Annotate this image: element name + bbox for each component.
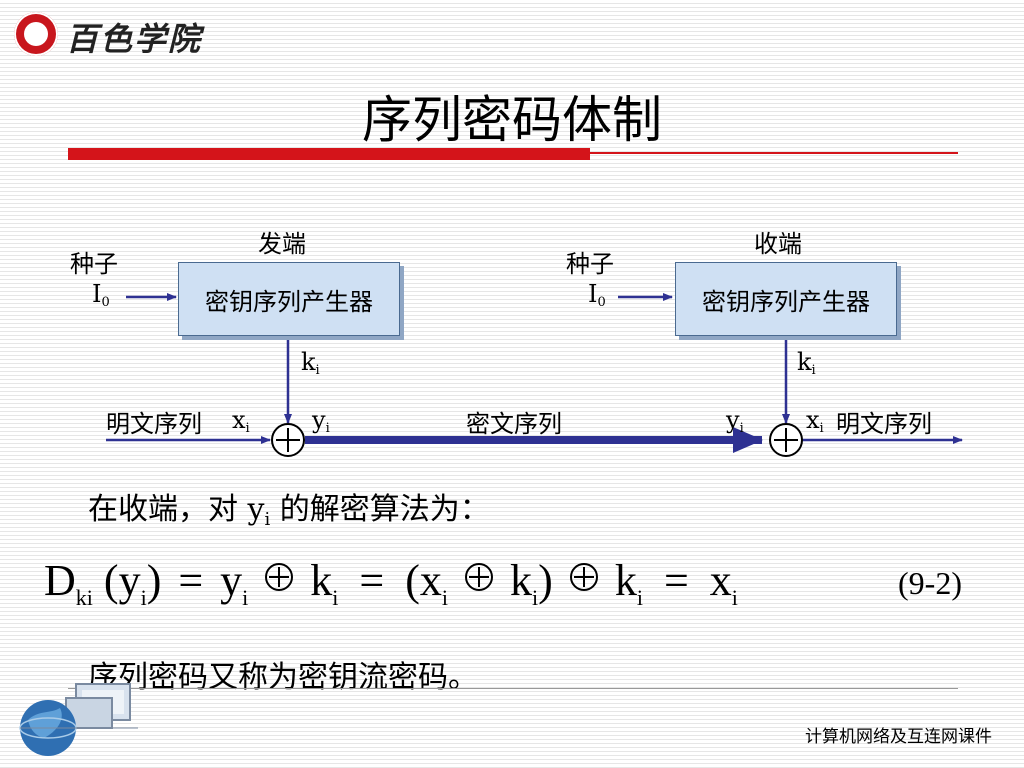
seed-label-left: 种子	[70, 250, 118, 278]
globe-network-icon	[19, 683, 138, 756]
title-underline-bar	[68, 148, 590, 160]
college-logo-center	[24, 22, 48, 46]
footer-divider	[68, 688, 958, 689]
keystream-generator-left: 密钥序列产生器	[178, 262, 400, 336]
course-footer: 计算机网络及互连网课件	[805, 727, 992, 747]
receiver-label: 收端	[754, 230, 802, 258]
decryption-formula: Dki (yi) = yi ki = (xi ki) ki = xi	[44, 556, 738, 610]
xor-decrypt-icon	[769, 423, 803, 457]
slide-title: 序列密码体制	[362, 91, 662, 149]
keystream-generator-right: 密钥序列产生器	[675, 262, 897, 336]
ciphertext-label: 密文序列	[466, 410, 562, 438]
xor-encrypt-icon	[271, 423, 305, 457]
x-var-left: xi	[232, 406, 250, 436]
y-var-right: yi	[726, 406, 744, 436]
college-logo-text: 百色学院	[66, 20, 203, 58]
seed-var-left: I0	[92, 280, 110, 310]
key-var-left: ki	[301, 348, 320, 378]
plaintext-label-right: 明文序列	[836, 410, 932, 438]
stream-cipher-note: 序列密码又称为密钥流密码。	[88, 660, 478, 695]
generator-label: 密钥序列产生器	[702, 287, 870, 316]
y-var-left: yi	[312, 406, 330, 436]
x-var-right: xi	[806, 406, 824, 436]
xor-operator-icon	[569, 563, 598, 591]
seed-label-right: 种子	[566, 250, 614, 278]
key-var-right: ki	[797, 348, 816, 378]
generator-label: 密钥序列产生器	[205, 287, 373, 316]
equation-number: (9-2)	[898, 565, 962, 601]
xor-operator-icon	[465, 563, 494, 591]
seed-var-right: I0	[588, 280, 606, 310]
sender-label: 发端	[258, 230, 306, 258]
xor-operator-icon	[265, 563, 294, 591]
decryption-intro: 在收端，对 yi 的解密算法为：	[88, 492, 490, 530]
plaintext-label-left: 明文序列	[106, 410, 202, 438]
